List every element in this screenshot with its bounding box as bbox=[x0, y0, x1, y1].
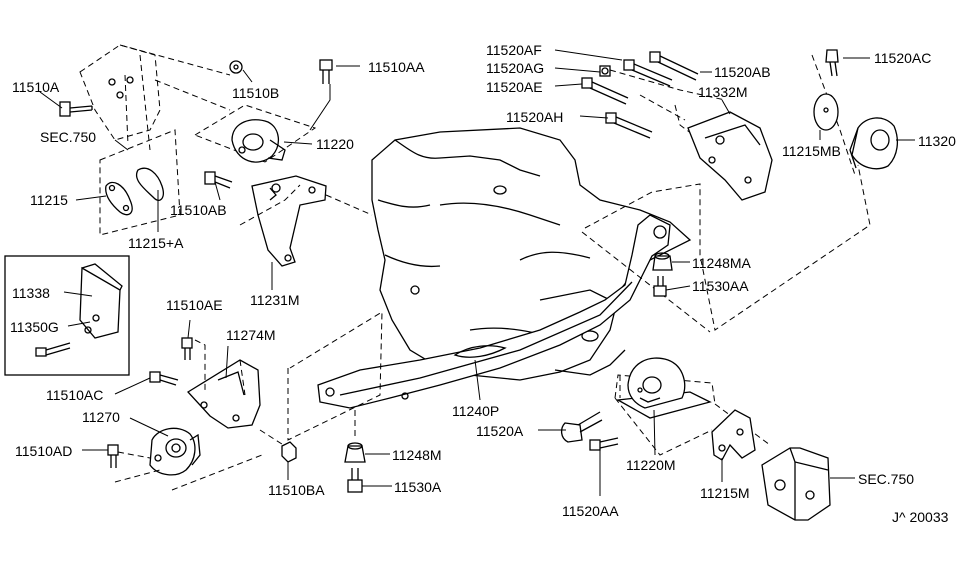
mount-11220M bbox=[615, 357, 712, 419]
bracket-11231M bbox=[239, 175, 373, 267]
bolt-11510AD bbox=[107, 444, 119, 468]
label-11215A: 11215+A bbox=[128, 235, 184, 251]
mount-11320 bbox=[849, 117, 899, 170]
label-11220: 11220 bbox=[316, 136, 354, 152]
bolt-11520AH bbox=[605, 112, 653, 139]
label-11338: 11338 bbox=[12, 285, 50, 301]
label-11520AA: 11520AA bbox=[562, 503, 619, 519]
nut-11510BA bbox=[259, 429, 297, 463]
label-11274M: 11274M bbox=[226, 327, 276, 343]
sec750-bracket-right bbox=[761, 447, 831, 521]
bolt-11520AG bbox=[599, 65, 611, 77]
washer-11510B bbox=[229, 60, 243, 74]
label-11215M: 11215M bbox=[700, 485, 750, 501]
bolt-11510A bbox=[59, 101, 93, 117]
bolt-11510AA bbox=[319, 59, 333, 84]
bushing-11215 bbox=[99, 129, 181, 236]
nut-11248M bbox=[344, 442, 366, 463]
bolt-11510AB bbox=[204, 171, 233, 189]
labels: 11510A SEC.750 11510B 11510AA 11220 1121… bbox=[10, 42, 956, 525]
label-11231M: 11231M bbox=[250, 292, 300, 308]
label-11350G: 11350G bbox=[10, 319, 59, 335]
label-11530AA: 11530AA bbox=[692, 278, 749, 294]
label-11270: 11270 bbox=[82, 409, 120, 425]
washer-11215MB bbox=[813, 93, 839, 131]
bracket-11215M bbox=[711, 409, 756, 461]
label-11510A: 11510A bbox=[12, 79, 60, 95]
leader-lines bbox=[39, 49, 915, 496]
label-11510B: 11510B bbox=[232, 85, 279, 101]
bolt-11510AE bbox=[181, 337, 193, 360]
label-sec750-right: SEC.750 bbox=[858, 471, 914, 487]
label-11220M: 11220M bbox=[626, 457, 676, 473]
label-11332M: 11332M bbox=[698, 84, 748, 100]
bushing-11520A bbox=[560, 411, 603, 443]
mount-11270 bbox=[114, 427, 263, 491]
bolt-11520AE bbox=[581, 77, 629, 105]
bracket-11332M bbox=[687, 111, 773, 201]
mount-11220 bbox=[193, 84, 331, 163]
label-11510AC: 11510AC bbox=[46, 387, 103, 403]
label-11240P: 11240P bbox=[452, 403, 499, 419]
label-11510AE: 11510AE bbox=[166, 297, 223, 313]
label-11215MB: 11215MB bbox=[782, 143, 841, 159]
sec750-bracket-left bbox=[79, 44, 231, 151]
label-11510BA: 11510BA bbox=[268, 482, 325, 498]
label-11510AD: 11510AD bbox=[15, 443, 72, 459]
bolt-11520AC bbox=[825, 49, 839, 77]
label-11520AE: 11520AE bbox=[486, 79, 543, 95]
nut-11248MA bbox=[652, 252, 673, 271]
bolt-11530A bbox=[347, 468, 363, 493]
dashed-guides bbox=[287, 54, 871, 456]
bolt-11520AA bbox=[589, 437, 619, 451]
label-11510AB: 11510AB bbox=[170, 202, 227, 218]
bolt-11510AC bbox=[149, 371, 179, 386]
reference-code: J^ 20033 bbox=[892, 509, 949, 525]
label-11520AG: 11520AG bbox=[486, 60, 544, 76]
bushing-11215A bbox=[135, 167, 164, 201]
bolt-11530AA bbox=[653, 276, 667, 297]
label-11520AH: 11520AH bbox=[506, 109, 563, 125]
label-11248MA: 11248MA bbox=[692, 255, 752, 271]
label-sec750-left: SEC.750 bbox=[40, 129, 96, 145]
bolt-11520AF bbox=[623, 59, 673, 87]
inset-box bbox=[4, 255, 130, 376]
label-11520AB: 11520AB bbox=[714, 64, 771, 80]
label-11520A: 11520A bbox=[476, 423, 524, 439]
label-11510AA: 11510AA bbox=[368, 59, 425, 75]
label-11248M: 11248M bbox=[392, 447, 442, 463]
bolt-11520AB bbox=[649, 51, 699, 81]
label-11320: 11320 bbox=[918, 133, 956, 149]
bracket-11274M bbox=[186, 339, 261, 429]
label-11520AF: 11520AF bbox=[486, 42, 542, 58]
label-11530A: 11530A bbox=[394, 479, 442, 495]
label-11215: 11215 bbox=[30, 192, 68, 208]
crossmember-11240P bbox=[317, 214, 671, 409]
label-11520AC: 11520AC bbox=[874, 50, 931, 66]
